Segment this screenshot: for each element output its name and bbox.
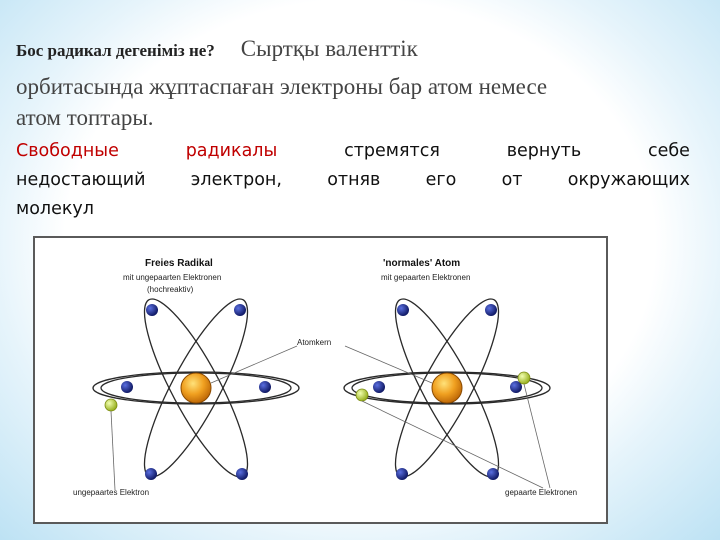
question-line: Бос радикал дегеніміз не? Сыртқы валентті… [16, 36, 706, 62]
ru-word: окружающих [567, 170, 690, 190]
atom-diagram: Freies Radikal mit ungepaarten Elektrone… [33, 236, 608, 524]
ru-word: Свободные [16, 141, 119, 161]
ru-word: радикалы [185, 141, 278, 161]
label-unpaired-electron: ungepaartes Elektron [73, 488, 150, 497]
answer-kz-first: Сыртқы валенттік [240, 36, 418, 61]
answer-kz-text: орбитасында жұптаспаған электроны бар ат… [16, 71, 706, 133]
right-title: 'normales' Atom [383, 258, 461, 269]
electron [234, 304, 246, 316]
electron [121, 381, 133, 393]
ru-word: его [425, 170, 457, 190]
paired-electron [355, 388, 369, 402]
electron [373, 381, 385, 393]
nucleus [180, 372, 212, 404]
ru-word: электрон, [190, 170, 282, 190]
nucleus [431, 372, 463, 404]
leader-nucleus-right [344, 345, 433, 384]
electron [485, 304, 497, 316]
orbit-horizontal-outer [343, 371, 551, 405]
ru-word: от [501, 170, 523, 190]
left-subtitle-1: mit ungepaarten Elektronen [123, 273, 222, 282]
answer-kz-line-3: атом топтары. [16, 105, 154, 130]
ru-word: вернуть [506, 141, 582, 161]
electron [259, 381, 271, 393]
leader-unpaired [110, 410, 116, 491]
ru-word: стремятся [344, 141, 440, 161]
russian-paragraph: Свободные радикалы стремятся вернуть себ… [16, 137, 690, 224]
ru-word: недостающий [16, 170, 146, 190]
ru-line-2: недостающий электрон, отняв его от окруж… [16, 166, 690, 195]
leader-paired-1 [523, 383, 551, 489]
question-text: Бос радикал дегеніміз не? [16, 41, 215, 60]
leader-lines [110, 345, 551, 491]
ru-line-3: молекул [16, 199, 94, 219]
paired-electron [517, 371, 531, 385]
electron [145, 468, 157, 480]
label-paired-electrons: gepaarte Elektronen [505, 488, 578, 497]
atom-diagram-svg [92, 298, 551, 491]
electron [396, 468, 408, 480]
leader-paired-2 [361, 400, 544, 489]
free-radical-atom [92, 298, 300, 480]
ru-word: себе [648, 141, 690, 161]
ru-word: отняв [327, 170, 381, 190]
electron [146, 304, 158, 316]
left-title: Freies Radikal [145, 258, 213, 269]
electron [236, 468, 248, 480]
right-subtitle-1: mit gepaarten Elektronen [381, 273, 471, 282]
left-subtitle-2: (hochreaktiv) [147, 285, 194, 294]
electron [510, 381, 522, 393]
electron [487, 468, 499, 480]
label-nucleus: Atomkern [297, 338, 332, 347]
electron [397, 304, 409, 316]
unpaired-electron [104, 398, 118, 412]
ru-line-1: Свободные радикалы стремятся вернуть себ… [16, 137, 690, 166]
leader-nucleus-left [210, 345, 298, 384]
answer-kz-line-2: орбитасында жұптаспаған электроны бар ат… [16, 74, 548, 99]
orbit-horizontal-outer [92, 371, 300, 405]
normal-atom [343, 298, 551, 480]
